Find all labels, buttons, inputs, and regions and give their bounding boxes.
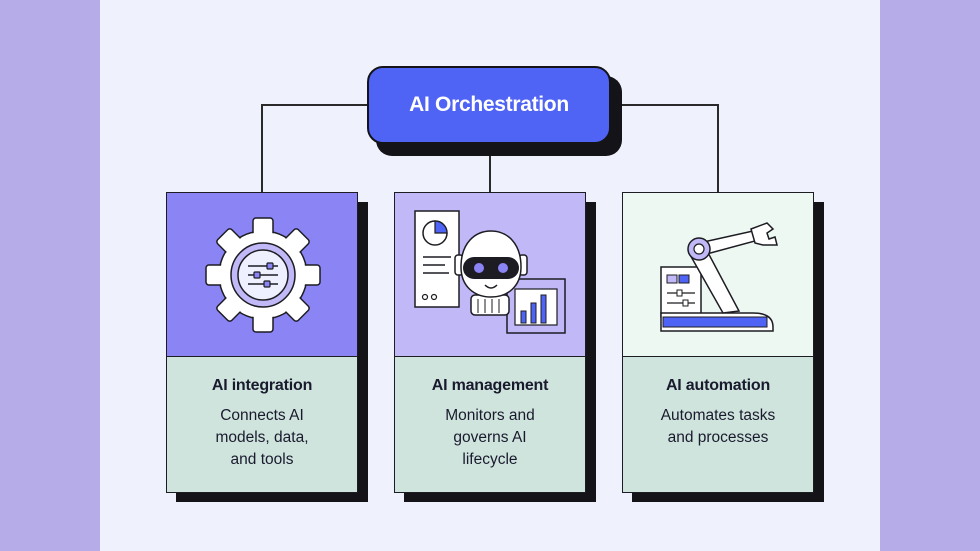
card-integration-title: AI integration [211, 377, 313, 394]
left-frame-band [0, 0, 100, 551]
card-integration-description: Connects AI models, data, and tools [215, 407, 309, 468]
card-automation-title: AI automation [665, 377, 771, 394]
card-automation-description: Automates tasks and processes [660, 407, 776, 446]
root-node: AI Orchestration [367, 66, 611, 144]
connector-center-vertical [489, 152, 491, 193]
card-automation-illustration [623, 193, 813, 357]
root-node-label: AI Orchestration [409, 93, 569, 116]
connector-right-vertical [717, 104, 719, 193]
robot-dashboard-icon [414, 210, 566, 334]
connector-left-vertical [261, 104, 263, 193]
right-frame-band [880, 0, 980, 551]
card-management: AI management Monitors and governs AI li… [394, 192, 586, 493]
gear-sliders-icon [205, 217, 321, 333]
card-integration: AI integration Connects AI models, data,… [166, 192, 358, 493]
card-automation-body: AI automation Automates tasks and proces… [623, 357, 813, 492]
card-integration-body: AI integration Connects AI models, data,… [167, 357, 357, 492]
card-automation: AI automation Automates tasks and proces… [622, 192, 814, 493]
card-management-body: AI management Monitors and governs AI li… [395, 357, 585, 492]
card-management-title: AI management [431, 377, 549, 394]
connector-left-horizontal [261, 104, 367, 106]
card-management-description: Monitors and governs AI lifecycle [445, 407, 535, 468]
card-integration-illustration [167, 193, 357, 357]
connector-right-horizontal [611, 104, 718, 106]
robotic-arm-icon [660, 222, 778, 332]
card-management-illustration [395, 193, 585, 357]
